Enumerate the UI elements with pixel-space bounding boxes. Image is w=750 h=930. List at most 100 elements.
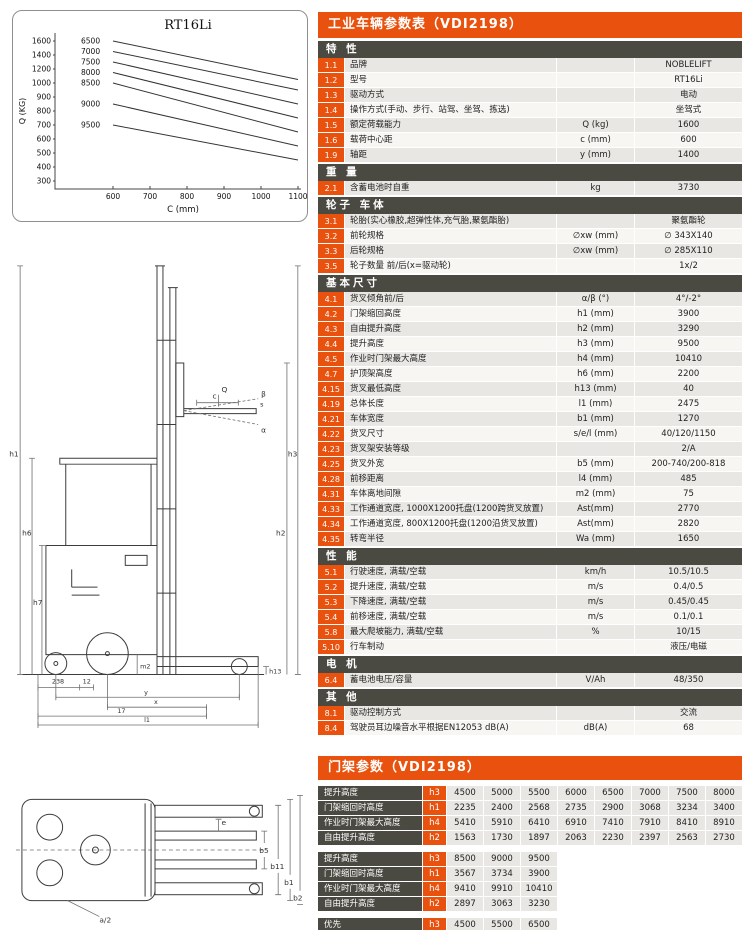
row-description: 提升高度 <box>344 337 556 352</box>
mast-value: 7410 <box>594 816 631 831</box>
dim-label-238: 238 <box>52 677 64 685</box>
row-description: 行车制动 <box>344 640 556 655</box>
dim-label-beta: β <box>261 390 266 399</box>
section-header-dimensions: 基本尺寸 <box>318 275 742 292</box>
row-unit: m/s <box>556 610 634 625</box>
row-description: 车体宽度 <box>344 412 556 427</box>
row-number: 5.8 <box>318 625 344 640</box>
mast-value: 3068 <box>631 801 668 816</box>
section-header-motor: 电 机 <box>318 656 742 673</box>
x-tick-label: 700 <box>143 192 158 201</box>
row-description: 蓄电池电压/容量 <box>344 673 556 688</box>
mast-value: 6000 <box>557 786 594 801</box>
row-description: 前移距离 <box>344 472 556 487</box>
top-view-svg: e b5 b11 b1 b2 a/2 <box>15 794 304 925</box>
row-unit: V/Ah <box>556 673 634 688</box>
mast-value: 2400 <box>483 801 520 816</box>
row-number: 5.3 <box>318 595 344 610</box>
y-tick-label: 800 <box>37 107 52 116</box>
dim-label-y: y <box>144 688 148 696</box>
row-unit: % <box>556 625 634 640</box>
row-description: 品牌 <box>344 58 556 73</box>
chart-line-7000 <box>112 51 299 91</box>
row-description: 前移速度, 满载/空载 <box>344 610 556 625</box>
row-description: 货叉架安装等级 <box>344 442 556 457</box>
mast-value: 3734 <box>483 867 520 882</box>
mast-row-label: 自由提升高度 <box>318 831 422 846</box>
dim-label-alpha: α <box>261 425 266 434</box>
chart-line-label-7000: 7000 <box>81 47 100 56</box>
row-value: 2770 <box>634 502 742 517</box>
row-number: 6.4 <box>318 673 344 688</box>
mast-value: 7000 <box>631 786 668 801</box>
mast-value: 6910 <box>557 816 594 831</box>
row-value: 3900 <box>634 307 742 322</box>
row-description: 轮胎(实心橡胶,超弹性体,充气胎,聚氨酯胎) <box>344 214 556 229</box>
row-number: 5.2 <box>318 580 344 595</box>
row-unit: l4 (mm) <box>556 472 634 487</box>
row-unit <box>556 640 634 655</box>
dim-label-h1: h1 <box>9 449 19 458</box>
row-number: 4.21 <box>318 412 344 427</box>
dim-label-e: e <box>222 818 227 827</box>
row-value: 200-740/200-818 <box>634 457 742 472</box>
mast <box>155 265 178 675</box>
row-unit <box>556 88 634 103</box>
section-header-features: 特 性 <box>318 41 742 58</box>
section-header-other: 其 他 <box>318 689 742 706</box>
row-number: 1.4 <box>318 103 344 118</box>
mast-value: 2397 <box>631 831 668 846</box>
row-unit: Ast(mm) <box>556 502 634 517</box>
chart-line-8000 <box>112 72 299 119</box>
section-header-wheels-body: 轮子 车体 <box>318 197 742 214</box>
load-wheel-top <box>248 805 260 817</box>
mast-value: 8910 <box>705 816 742 831</box>
row-description: 操作方式(手动、步行、站驾、坐驾、拣选) <box>344 103 556 118</box>
row-description: 提升速度, 满载/空载 <box>344 580 556 595</box>
mast-row-label: 作业时门架最大高度 <box>318 882 422 897</box>
row-unit: dB(A) <box>556 721 634 736</box>
dim-label-h3: h3 <box>288 449 298 458</box>
row-unit: b5 (mm) <box>556 457 634 472</box>
y-tick-label: 1200 <box>32 65 51 74</box>
chart-line-8500 <box>112 82 299 133</box>
base-leg <box>156 656 259 668</box>
row-value: 坐驾式 <box>634 103 742 118</box>
row-description: 驱动控制方式 <box>344 706 556 721</box>
caster-wheel <box>44 652 68 675</box>
row-number: 4.33 <box>318 502 344 517</box>
row-number: 4.19 <box>318 397 344 412</box>
mast-row-code: h4 <box>422 882 446 897</box>
mast-value: 6500 <box>594 786 631 801</box>
row-value: 9500 <box>634 337 742 352</box>
row-description: 最大爬坡能力, 满载/空载 <box>344 625 556 640</box>
rear-wheel-top <box>36 813 64 841</box>
mast-value: 5910 <box>483 816 520 831</box>
row-unit <box>556 58 634 73</box>
row-unit <box>556 259 634 274</box>
dim-label-b5: b5 <box>259 846 269 855</box>
row-unit: c (mm) <box>556 133 634 148</box>
mast-row-label: 提升高度 <box>318 786 422 801</box>
dim-label-17: 17 <box>117 707 125 715</box>
row-number: 8.1 <box>318 706 344 721</box>
y-tick-label: 500 <box>37 149 52 158</box>
mast-row-code: h3 <box>422 852 446 867</box>
dim-label-s: s <box>260 401 264 409</box>
